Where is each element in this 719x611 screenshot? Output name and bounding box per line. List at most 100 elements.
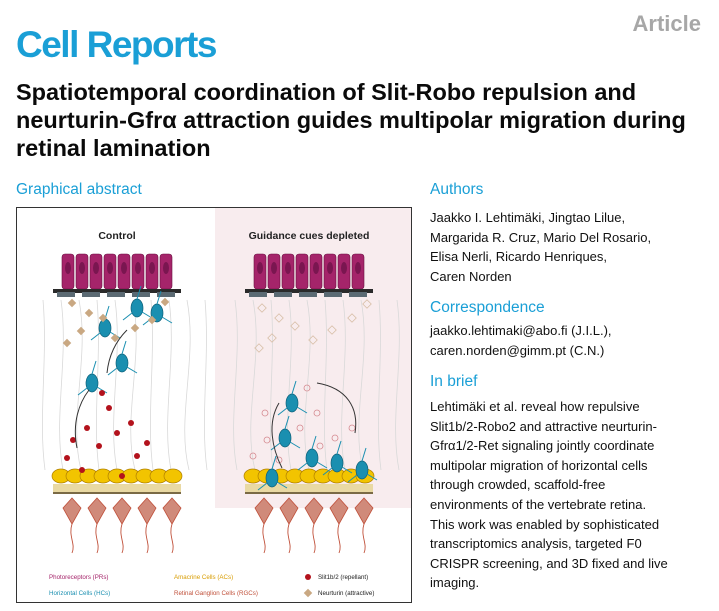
glia-fiber	[250, 299, 257, 471]
amacrine-layer	[51, 468, 375, 494]
horizontal-cell-process	[322, 440, 353, 476]
legend-neurturin: Neurturin (attractive)	[318, 590, 375, 597]
correspondence-email[interactable]: jaakko.lehtimaki@abo.fi (J.I.L.),	[430, 323, 612, 338]
in-brief-line: Lehtimäki et al. reveal how repulsive	[430, 399, 640, 414]
slit-cue-depleted	[275, 456, 283, 464]
ganglion-cell	[137, 497, 157, 525]
slit-cue	[70, 437, 76, 443]
ganglion-axon	[95, 523, 99, 554]
photoreceptor-nucleus	[149, 262, 155, 274]
ganglion-cell-layer	[62, 497, 374, 554]
horizontal-cell	[330, 453, 344, 473]
slit-cue-depleted	[296, 424, 304, 432]
in-brief-text: Lehtimäki et al. reveal how repulsive Sl…	[430, 397, 710, 593]
neurturin-cue-depleted	[347, 313, 357, 323]
slit-cue	[128, 420, 134, 426]
inner-plexiform-layer	[53, 484, 181, 492]
glia-fiber	[130, 299, 137, 471]
slit-cue-depleted	[331, 434, 339, 442]
photoreceptor-nucleus	[65, 262, 71, 274]
ganglion-axon	[287, 523, 291, 554]
glia-fiber	[150, 299, 154, 471]
ganglion-cell	[304, 497, 324, 525]
neurturin-cue-depleted	[327, 325, 337, 335]
synapse-terminal	[249, 292, 267, 297]
synapse-terminal	[299, 292, 317, 297]
glia-fiber	[287, 299, 292, 471]
slit-cue-depleted	[313, 409, 321, 417]
synapse-terminal	[157, 292, 175, 297]
horizontal-cell-process	[297, 435, 328, 471]
neurturin-cue-depleted	[257, 303, 267, 313]
neurturin-cue-depleted	[290, 321, 300, 331]
ganglion-cell	[87, 497, 107, 525]
slit-cue	[84, 425, 90, 431]
slit-cue	[114, 430, 120, 436]
ganglion-cell	[329, 497, 349, 525]
in-brief-line: imaging.	[430, 575, 480, 591]
glia-fiber	[233, 299, 238, 471]
in-brief-line: CRISPR screening, and 3D fixed and live	[430, 555, 668, 571]
neurturin-cue-depleted	[254, 343, 264, 353]
migration-arrow-depleted	[316, 382, 357, 434]
glia-fiber	[395, 299, 400, 471]
slit-cue	[144, 440, 150, 446]
synapse-terminal	[107, 292, 125, 297]
photoreceptor-nucleus	[107, 262, 113, 274]
photoreceptor-nucleus	[271, 262, 277, 274]
photoreceptor-nucleus	[257, 262, 263, 274]
in-brief-line: through crowded, scaffold-free	[430, 477, 606, 493]
horizontal-cell	[130, 298, 144, 318]
graphical-abstract-figure: Control Guidance cues depleted	[42, 208, 411, 598]
slit-cue-depleted	[348, 424, 356, 432]
legend-horizontal: Horizontal Cells (HCs)	[49, 590, 111, 597]
photoreceptor-nucleus	[327, 262, 333, 274]
glia-fiber	[270, 299, 274, 471]
horizontal-cell	[115, 353, 129, 373]
synapse-terminal	[274, 292, 292, 297]
synapse-terminal	[82, 292, 100, 297]
photoreceptor-nucleus	[299, 262, 305, 274]
horizontal-cell	[355, 460, 369, 480]
slit-cue	[96, 443, 102, 449]
neurturin-cue	[62, 338, 72, 348]
horizontal-cell	[98, 318, 112, 338]
photoreceptor-nucleus	[121, 262, 127, 274]
glia-fiber	[358, 299, 365, 471]
ganglion-cell	[354, 497, 374, 525]
horizontal-cell	[85, 373, 99, 393]
glia-fiber	[324, 299, 328, 471]
outer-plexiform-line	[53, 289, 181, 293]
neurturin-cue	[76, 326, 86, 336]
correspondence-email[interactable]: caren.norden@gimm.pt (C.N.)	[430, 342, 605, 358]
horizontal-cells	[77, 285, 378, 491]
horizontal-cell	[278, 428, 292, 448]
slit-cue-depleted	[303, 384, 311, 392]
legend-rgc: Retinal Ganglion Cells (RGCs)	[174, 590, 258, 597]
glia-fiber	[59, 299, 64, 471]
neurturin-legend-marker	[303, 588, 313, 598]
horizontal-cell-process	[122, 285, 153, 321]
neurturin-cue	[147, 315, 157, 325]
ganglion-cell	[254, 497, 274, 525]
slit-cue-depleted	[249, 452, 257, 460]
glia-fiber	[167, 299, 172, 471]
panel-label-depleted: Guidance cues depleted	[249, 230, 370, 242]
authors-heading: Authors	[430, 181, 484, 198]
author-line: Jaakko I. Lehtimäki, Jingtao Lilue,	[430, 210, 626, 225]
neurturin-cue-depleted	[267, 333, 277, 343]
in-brief-line: Gfrα1/2-Ret signaling jointly coordinate	[430, 438, 655, 454]
slit-cue	[106, 405, 112, 411]
legend-photoreceptors: Photoreceptors (PRs)	[49, 574, 109, 581]
migration-arrow-depleted	[271, 402, 283, 469]
glia-fiber	[76, 299, 83, 471]
guidance-cues	[62, 297, 372, 479]
migration-arrows	[74, 329, 357, 469]
glia-fiber	[42, 299, 46, 471]
neurturin-cue	[160, 297, 170, 307]
ganglion-axon	[362, 523, 366, 554]
photoreceptor-nucleus	[341, 262, 347, 274]
glia-fiber	[304, 299, 311, 471]
panel-label-control: Control	[98, 230, 135, 242]
ganglion-axon	[70, 523, 74, 554]
